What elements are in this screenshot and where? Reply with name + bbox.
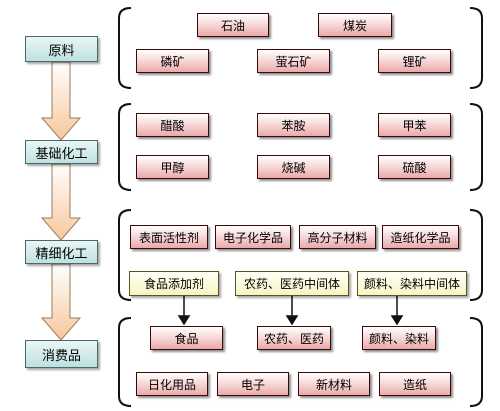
bracket-fine-right (469, 209, 483, 301)
stage-arrow-2 (40, 163, 82, 241)
product-item-food: 食品 (150, 326, 223, 350)
mid-item-dye-intermediates: 颜料、染料中间体 (357, 271, 467, 296)
fine-item-polymer-materials: 高分子材料 (299, 225, 376, 249)
basic-item-methanol: 甲醇 (136, 155, 209, 179)
mid-item-pharma-intermediates: 农药、医药中间体 (235, 271, 349, 296)
bracket-fine-left (118, 209, 132, 301)
basic-item-acetic-acid: 醋酸 (136, 113, 209, 137)
stage-fine-chemical: 精细化工 (25, 240, 98, 264)
raw-item-phosphate: 磷矿 (136, 49, 209, 73)
product-item-dyes: 颜料、染料 (362, 326, 436, 350)
basic-item-caustic-soda: 烧碱 (257, 155, 330, 179)
stage-consumer-goods: 消费品 (25, 340, 98, 368)
mid-item-food-additives: 食品添加剂 (129, 271, 219, 296)
bracket-basic-left (118, 103, 132, 191)
stage-raw-materials: 原料 (25, 36, 98, 62)
fine-item-paper-chemicals: 造纸化学品 (382, 225, 459, 249)
product-item-daily-chemicals: 日化用品 (136, 372, 208, 396)
bracket-consumer-right (469, 317, 483, 407)
basic-item-toluene: 甲苯 (378, 113, 451, 137)
raw-item-lithium: 锂矿 (378, 49, 451, 73)
basic-item-aniline: 苯胺 (257, 113, 330, 137)
bracket-raw-left (118, 7, 132, 89)
fine-item-electronic-chemicals: 电子化学品 (215, 225, 291, 249)
product-item-new-materials: 新材料 (298, 372, 370, 396)
bracket-consumer-left (118, 317, 132, 407)
stage-basic-chemical: 基础化工 (25, 140, 98, 164)
fine-item-surfactant: 表面活性剂 (130, 225, 208, 249)
bracket-basic-right (469, 103, 483, 191)
raw-item-coal: 煤炭 (318, 13, 392, 37)
raw-item-fluorite: 萤石矿 (257, 49, 330, 73)
product-item-paper: 造纸 (379, 372, 451, 396)
basic-item-sulfuric-acid: 硫酸 (378, 155, 451, 179)
raw-item-petroleum: 石油 (197, 13, 269, 37)
product-item-electronics: 电子 (217, 372, 289, 396)
bracket-raw-right (469, 7, 483, 89)
stage-arrow-1 (40, 61, 82, 141)
product-item-pharma: 农药、医药 (257, 326, 331, 350)
stage-arrow-3 (40, 263, 82, 341)
